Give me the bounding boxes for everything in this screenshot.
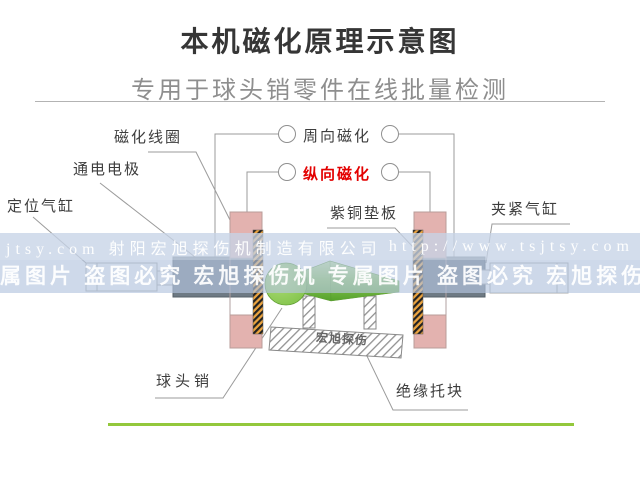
leader-longitudinal-left xyxy=(246,171,278,212)
watermark-band-1: jtsy.com 射阳宏旭探伤机制造有限公司 http://www.tsjtsy… xyxy=(0,233,640,260)
label-copper-pad: 紫铜垫板 xyxy=(330,206,399,222)
label-clamping-cylinder: 夹紧气缸 xyxy=(491,202,560,218)
page-title: 本机磁化原理示意图 xyxy=(180,27,460,58)
terminal-circles xyxy=(278,125,399,181)
label-circumferential: 周向磁化 xyxy=(303,129,372,145)
leader-longitudinal-right xyxy=(399,171,431,212)
label-positioning-cylinder: 定位气缸 xyxy=(7,199,76,215)
page-subtitle: 专用于球头销零件在线批量检测 xyxy=(131,78,509,104)
bottom-rule xyxy=(108,423,574,426)
subtitle-underline xyxy=(35,101,605,102)
label-insulating-block: 绝缘托块 xyxy=(396,384,465,400)
watermark-company: jtsy.com 射阳宏旭探伤机制造有限公司 xyxy=(6,240,382,258)
label-longitudinal: 纵向磁化 xyxy=(303,167,372,183)
label-coil: 磁化线圈 xyxy=(114,130,183,146)
watermark-url: http://www.tsjtsy.com xyxy=(388,237,634,255)
watermark-band-2: 属图片 盗图必究 宏旭探伤机 专属图片 盗图必究 宏旭探伤机 专 xyxy=(0,260,640,293)
leader-circumferential-right xyxy=(399,133,455,257)
insulating-block xyxy=(268,295,404,359)
terminal-longitudinal-left xyxy=(278,163,296,181)
label-ball-pin: 球头销 xyxy=(156,374,214,390)
leader-insulating-block xyxy=(365,353,468,411)
terminal-longitudinal-right xyxy=(381,163,399,181)
label-electrode: 通电电极 xyxy=(73,162,142,178)
leader-coil xyxy=(148,151,234,227)
terminal-circumferential-right xyxy=(381,125,399,143)
leader-circumferential-left xyxy=(214,133,278,257)
terminal-circumferential-left xyxy=(278,125,296,143)
